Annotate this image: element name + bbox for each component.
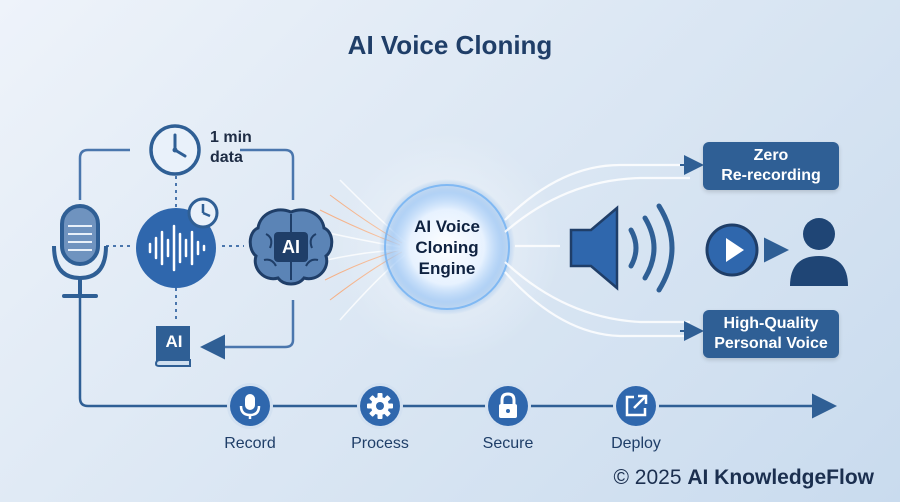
step-record bbox=[230, 386, 270, 426]
step-deploy bbox=[616, 386, 656, 426]
ai-brain: AI bbox=[246, 204, 336, 290]
engine-label: AI Voice Cloning Engine bbox=[387, 216, 507, 279]
step-secure bbox=[488, 386, 528, 426]
speaker-icon bbox=[569, 203, 675, 293]
engine-label-line-3: Engine bbox=[418, 259, 476, 278]
output-top-line-1: Zero bbox=[753, 147, 789, 164]
output-zero-rerecording: Zero Re-recording bbox=[703, 142, 839, 190]
copyright-prefix: © 2025 bbox=[613, 466, 688, 489]
copyright-notice: © 2025 AI KnowledgeFlow bbox=[613, 466, 874, 490]
clock-icon bbox=[149, 124, 201, 176]
waveform-icon bbox=[136, 208, 216, 288]
copyright-brand: AI KnowledgeFlow bbox=[687, 466, 874, 489]
microphone-icon bbox=[52, 204, 108, 298]
output-top-line-2: Re-recording bbox=[721, 167, 821, 184]
output-bottom-line-2: Personal Voice bbox=[714, 335, 828, 352]
step-process-label: Process bbox=[351, 435, 409, 452]
microphone-step-icon bbox=[230, 386, 270, 426]
ai-book: AI bbox=[150, 322, 196, 368]
data-note: 1 min data bbox=[210, 128, 252, 168]
gear-icon bbox=[360, 386, 400, 426]
step-process bbox=[360, 386, 400, 426]
small-clock-icon bbox=[187, 197, 219, 229]
data-note-amount: 1 min bbox=[210, 129, 252, 146]
book-ai-badge: AI bbox=[165, 332, 183, 351]
engine-label-line-2: Cloning bbox=[415, 238, 479, 257]
export-icon bbox=[616, 386, 656, 426]
step-secure-label: Secure bbox=[482, 435, 534, 452]
step-record-label: Record bbox=[224, 435, 276, 452]
lock-icon bbox=[488, 386, 528, 426]
output-bottom-line-1: High-Quality bbox=[723, 315, 819, 332]
engine-label-line-1: AI Voice bbox=[414, 217, 480, 236]
book-icon bbox=[154, 326, 191, 367]
play-icon bbox=[705, 223, 759, 277]
data-note-unit: data bbox=[210, 149, 243, 166]
person-icon bbox=[790, 218, 848, 286]
step-deploy-label: Deploy bbox=[611, 435, 661, 452]
brain-icon bbox=[248, 208, 334, 286]
page-title: AI Voice Cloning bbox=[347, 30, 553, 60]
brain-ai-badge: AI bbox=[282, 237, 300, 257]
output-high-quality-voice: High-Quality Personal Voice bbox=[703, 310, 839, 358]
